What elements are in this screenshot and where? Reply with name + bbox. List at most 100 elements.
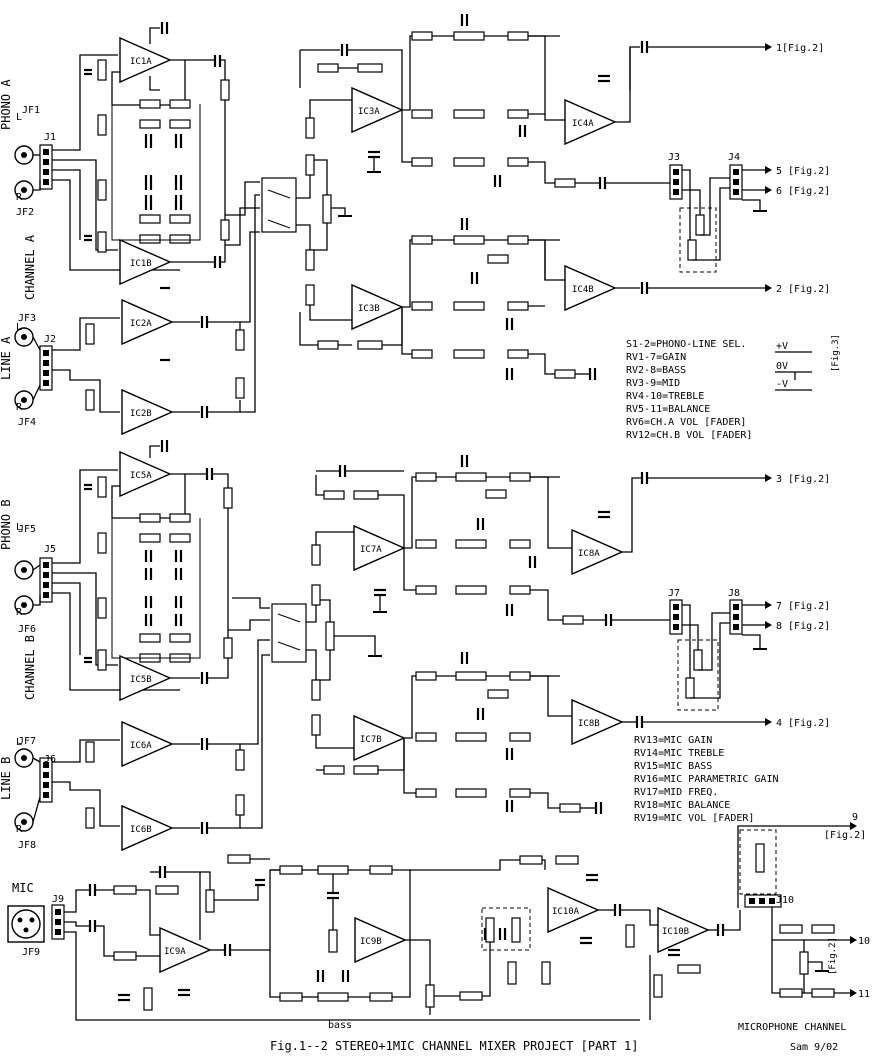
schematic-label: IC2A	[130, 319, 152, 329]
output-fig-ref: [Fig.2]	[828, 937, 838, 975]
schematic-label: J10	[776, 895, 794, 906]
schematic-label: RV1-7=GAIN	[626, 352, 686, 363]
connector-j3	[669, 164, 683, 200]
label-channel-a: CHANNEL A	[23, 234, 37, 300]
schematic-label: IC2B	[130, 409, 152, 419]
schematic-label: L	[16, 522, 22, 533]
schematic-label: IC4B	[572, 285, 594, 295]
schematic-label: S1-2=PHONO-LINE SEL.	[626, 339, 746, 350]
output-9: 9	[852, 812, 858, 823]
schematic-label: J2	[44, 334, 56, 345]
schematic-label: J9	[52, 894, 64, 905]
schematic-label: IC4A	[572, 119, 594, 129]
label-phono-a: PHONO A	[0, 79, 13, 130]
schematic-label: RV3-9=MID	[626, 378, 680, 389]
output-5: 5 [Fig.2]	[776, 166, 830, 177]
jack-jf7	[14, 748, 34, 768]
schematic-label: IC3A	[358, 107, 380, 117]
labels: PHONO A CHANNEL A LINE A PHONO B CHANNEL…	[0, 43, 870, 1053]
output-3: 3 [Fig.2]	[776, 474, 830, 485]
schematic-label: J1	[44, 132, 56, 143]
schematic-label: IC7B	[360, 735, 382, 745]
schematic-label: RV18=MIC BALANCE	[634, 800, 730, 811]
schematic-label: IC10A	[552, 907, 580, 917]
output-11: 11	[858, 989, 870, 1000]
schematic-label: L	[16, 737, 22, 748]
output-4: 4 [Fig.2]	[776, 718, 830, 729]
channel-b-section	[14, 440, 768, 852]
schematic-label: J4	[728, 152, 740, 163]
schematic-label: J7	[668, 588, 680, 599]
mic-channel-section	[7, 825, 850, 1021]
label-channel-b: CHANNEL B	[23, 635, 37, 700]
connector-j1	[39, 144, 53, 190]
schematic-label: IC7A	[360, 545, 382, 555]
power-ref: [Fig.3]	[831, 334, 841, 372]
schematic-label: J3	[668, 152, 680, 163]
schematic-label: JF7	[18, 736, 36, 747]
label-line-b: LINE B	[0, 757, 13, 800]
connector-j7	[669, 599, 683, 635]
signature: Sam 9/02	[790, 1042, 838, 1053]
schematic-label: R	[16, 402, 23, 413]
schematic-label: RV19=MIC VOL [FADER]	[634, 813, 754, 824]
schematic-label: IC6B	[130, 825, 152, 835]
channel-a-section	[14, 14, 812, 436]
schematic-label: IC10B	[662, 927, 689, 937]
jack-jf5	[14, 560, 34, 580]
label-mic: MIC	[12, 881, 34, 895]
label-bass: bass	[328, 1020, 352, 1031]
schematic-label: JF4	[18, 417, 36, 428]
schematic-label: RV6=CH.A VOL [FADER]	[626, 417, 746, 428]
schematic-label: IC8B	[578, 719, 600, 729]
schematic-label: JF6	[18, 624, 36, 635]
schematic-label: IC3B	[358, 304, 380, 314]
label-phono-b: PHONO B	[0, 499, 13, 550]
schematic-label: RV15=MIC BASS	[634, 761, 712, 772]
connector-j4	[729, 164, 743, 200]
schematic-label: J6	[44, 754, 56, 765]
schematic-label: RV16=MIC PARAMETRIC GAIN	[634, 774, 779, 785]
schematic-label: IC9A	[164, 947, 186, 957]
schematic-label: IC1A	[130, 57, 152, 67]
output-8: 8 [Fig.2]	[776, 621, 830, 632]
output-1: 1[Fig.2]	[776, 43, 824, 54]
schematic-label: RV13=MIC GAIN	[634, 735, 712, 746]
schematic-label: J8	[728, 588, 740, 599]
output-6: 6 [Fig.2]	[776, 186, 830, 197]
schematic-label: IC5A	[130, 471, 152, 481]
schematic-label: R	[16, 607, 23, 618]
schematic-label: RV12=CH.B VOL [FADER]	[626, 430, 752, 441]
legend-bottom: RV13=MIC GAIN RV14=MIC TREBLE RV15=MIC B…	[634, 735, 779, 824]
schematic-label: JF2	[16, 207, 34, 218]
schematic-label: IC5B	[130, 675, 152, 685]
label-microphone-channel: MICROPHONE CHANNEL	[738, 1022, 846, 1033]
power-zero: 0V	[776, 361, 788, 372]
jack-jf1	[14, 145, 34, 165]
label-line-a: LINE A	[0, 336, 13, 380]
schematic-label: IC8A	[578, 549, 600, 559]
schematic-label: IC9B	[360, 937, 382, 947]
connector-j9	[51, 904, 65, 940]
schematic-label: JF3	[18, 313, 36, 324]
power-pos: +V	[776, 341, 788, 352]
power-neg: -V	[776, 379, 788, 390]
schematic-label: RV14=MIC TREBLE	[634, 748, 724, 759]
schematic-label: L	[16, 112, 22, 123]
connector-j8	[729, 599, 743, 635]
schematic-label: R	[16, 192, 23, 203]
schematic-label: JF5	[18, 524, 36, 535]
schematic-label: R	[16, 824, 23, 835]
schematic-label: RV17=MID FREQ.	[634, 787, 718, 798]
figure-title: Fig.1--2 STEREO+1MIC CHANNEL MIXER PROJE…	[270, 1039, 638, 1053]
schematic-label: RV4-10=TREBLE	[626, 391, 704, 402]
output-10: 10	[858, 936, 870, 947]
schematic-label: RV2-8=BASS	[626, 365, 686, 376]
output-2: 2 [Fig.2]	[776, 284, 830, 295]
jack-label: JF1	[22, 105, 40, 116]
schematic-label: RV5-11=BALANCE	[626, 404, 710, 415]
schematic-label: JF9	[22, 947, 40, 958]
schematic-label: IC1B	[130, 259, 152, 269]
schematic-label: IC6A	[130, 741, 152, 751]
